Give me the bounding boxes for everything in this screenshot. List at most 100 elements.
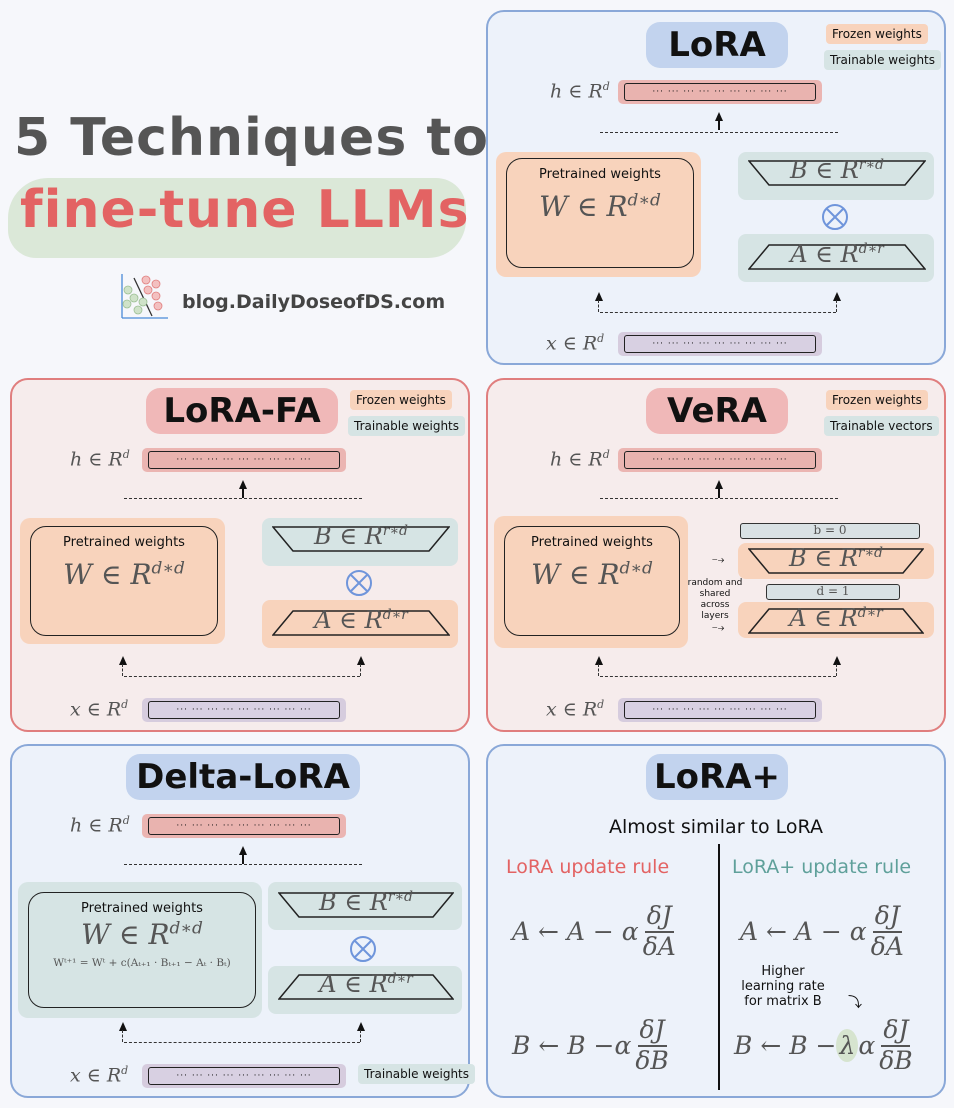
arrow-up-icon bbox=[239, 846, 247, 855]
divider bbox=[718, 844, 720, 1090]
frozen-highlight bbox=[494, 516, 688, 648]
matrix-B-trapezoid bbox=[272, 526, 450, 552]
panel-lora-fa: LoRA-FA Frozen weights Trainable weights… bbox=[10, 378, 470, 732]
matrix-B-label: B ∈ Rr∗d bbox=[319, 888, 413, 916]
split-dash bbox=[122, 664, 123, 676]
matrix-A-trapezoid bbox=[272, 610, 450, 636]
frozen-highlight bbox=[496, 152, 701, 277]
split-dash bbox=[124, 1042, 360, 1043]
legend-frozen: Frozen weights bbox=[826, 24, 928, 44]
h-label: h ∈ Rd bbox=[550, 80, 610, 103]
h-label: h ∈ Rd bbox=[70, 448, 130, 471]
subtitle: Almost similar to LoRA bbox=[609, 816, 823, 838]
arrow-right-icon: ⤍ bbox=[712, 620, 725, 634]
trainable-highlight bbox=[268, 882, 462, 930]
blog-url: blog.DailyDoseofDS.com bbox=[182, 291, 446, 313]
x-label: x ∈ Rd bbox=[70, 698, 129, 721]
matrix-A-trapezoid bbox=[748, 244, 926, 270]
legend-frozen: Frozen weights bbox=[826, 390, 928, 410]
matrix-A-trapezoid bbox=[278, 974, 454, 1000]
h-vector: ··· ··· ··· ··· ··· ··· ··· ··· ··· bbox=[618, 80, 822, 104]
legend-trainable: Trainable weights bbox=[358, 1064, 476, 1084]
panel-title-lora: LoRA bbox=[646, 22, 788, 68]
split-dash bbox=[598, 664, 599, 676]
lambda-highlight: λ bbox=[836, 1029, 859, 1063]
h-vector: ··· ··· ··· ··· ··· ··· ··· ··· ··· bbox=[618, 448, 822, 472]
legend-trainable: Trainable vectors bbox=[824, 416, 939, 436]
frozen-highlight bbox=[262, 600, 458, 648]
arrow-down-icon: ⤵ bbox=[848, 995, 862, 1011]
pretrained-weights-box: Pretrained weights W ∈ Rd∗d Wᵗ⁺¹ = Wᵗ + … bbox=[28, 892, 256, 1008]
trainable-highlight bbox=[18, 882, 262, 1018]
trainable-highlight bbox=[268, 966, 462, 1014]
split-dash bbox=[360, 664, 361, 676]
split-dash bbox=[122, 1030, 123, 1042]
x-label: x ∈ Rd bbox=[546, 698, 605, 721]
arrow-stem bbox=[242, 486, 244, 498]
delta-update-formula: Wᵗ⁺¹ = Wᵗ + c(Aₜ₊₁ · Bₜ₊₁ − Aₜ · Bₜ) bbox=[53, 957, 231, 969]
frozen-highlight bbox=[20, 518, 225, 644]
arrow-up-icon bbox=[833, 292, 841, 301]
arrow-up-icon bbox=[119, 1022, 127, 1031]
matrix-A-label: A ∈ Rd∗r bbox=[789, 604, 883, 632]
x-label: x ∈ Rd bbox=[70, 1064, 129, 1087]
pretrained-weights-box: Pretrained weights W ∈ Rd∗d bbox=[504, 526, 680, 636]
matrix-B-label: B ∈ Rr∗d bbox=[314, 522, 408, 550]
x-label: x ∈ Rd bbox=[546, 332, 605, 355]
panel-title-delta-lora: Delta-LoRA bbox=[126, 754, 360, 800]
legend-frozen: Frozen weights bbox=[350, 390, 452, 410]
panel-delta-lora: Delta-LoRA h ∈ Rd ··· ··· ··· ··· ··· ··… bbox=[10, 744, 476, 1098]
split-dash bbox=[598, 300, 599, 312]
random-shared-note: random and shared across layers bbox=[687, 578, 743, 621]
panel-title-lora-plus: LoRA+ bbox=[646, 754, 788, 800]
arrow-stem bbox=[242, 852, 244, 864]
h-vector: ··· ··· ··· ··· ··· ··· ··· ··· ··· bbox=[142, 814, 346, 838]
panel-title-vera: VeRA bbox=[646, 388, 788, 434]
arrow-up-icon bbox=[595, 656, 603, 665]
split-dash bbox=[836, 300, 837, 312]
h-label: h ∈ Rd bbox=[550, 448, 610, 471]
arrow-up-icon bbox=[357, 656, 365, 665]
pretrained-weights-box: Pretrained weights W ∈ Rd∗d bbox=[30, 526, 218, 636]
matrix-B-trapezoid bbox=[748, 160, 926, 186]
x-vector: ··· ··· ··· ··· ··· ··· ··· ··· ··· bbox=[142, 1064, 346, 1088]
arrow-up-icon bbox=[119, 656, 127, 665]
trainable-highlight bbox=[738, 152, 934, 200]
arrow-up-icon bbox=[357, 1022, 365, 1031]
arrow-up-icon bbox=[833, 656, 841, 665]
split-dash bbox=[124, 676, 360, 677]
otimes-icon bbox=[822, 204, 848, 230]
merge-dash bbox=[600, 132, 838, 133]
arrow-up-icon bbox=[239, 480, 247, 489]
matrix-B-label: B ∈ Rr∗d bbox=[790, 156, 884, 184]
arrow-stem bbox=[718, 118, 720, 130]
pretrained-weights-box: Pretrained weights W ∈ Rd∗d bbox=[506, 158, 694, 268]
lora-rule-heading: LoRA update rule bbox=[506, 856, 670, 878]
merge-dash bbox=[600, 498, 838, 499]
panel-title-lora-fa: LoRA-FA bbox=[146, 388, 338, 434]
split-dash bbox=[600, 676, 836, 677]
matrix-A-trapezoid bbox=[748, 608, 924, 634]
h-vector: ··· ··· ··· ··· ··· ··· ··· ··· ··· bbox=[142, 448, 346, 472]
x-vector: ··· ··· ··· ··· ··· ··· ··· ··· ··· bbox=[618, 332, 822, 356]
merge-dash bbox=[124, 498, 362, 499]
arrow-up-icon bbox=[595, 292, 603, 301]
merge-dash bbox=[124, 864, 362, 865]
frozen-highlight bbox=[738, 602, 934, 638]
otimes-icon bbox=[346, 570, 372, 596]
loraplus-rule-heading: LoRA+ update rule bbox=[732, 856, 912, 878]
title-highlight bbox=[8, 178, 466, 258]
arrow-up-icon bbox=[715, 112, 723, 121]
trainable-vector-d: d = 1 bbox=[766, 584, 900, 600]
arrow-stem bbox=[718, 486, 720, 498]
legend-trainable: Trainable weights bbox=[824, 50, 942, 70]
x-vector: ··· ··· ··· ··· ··· ··· ··· ··· ··· bbox=[618, 698, 822, 722]
legend-trainable: Trainable weights bbox=[348, 416, 466, 436]
scatter-classifier-logo-icon bbox=[121, 274, 168, 319]
split-dash bbox=[836, 664, 837, 676]
h-label: h ∈ Rd bbox=[70, 814, 130, 837]
